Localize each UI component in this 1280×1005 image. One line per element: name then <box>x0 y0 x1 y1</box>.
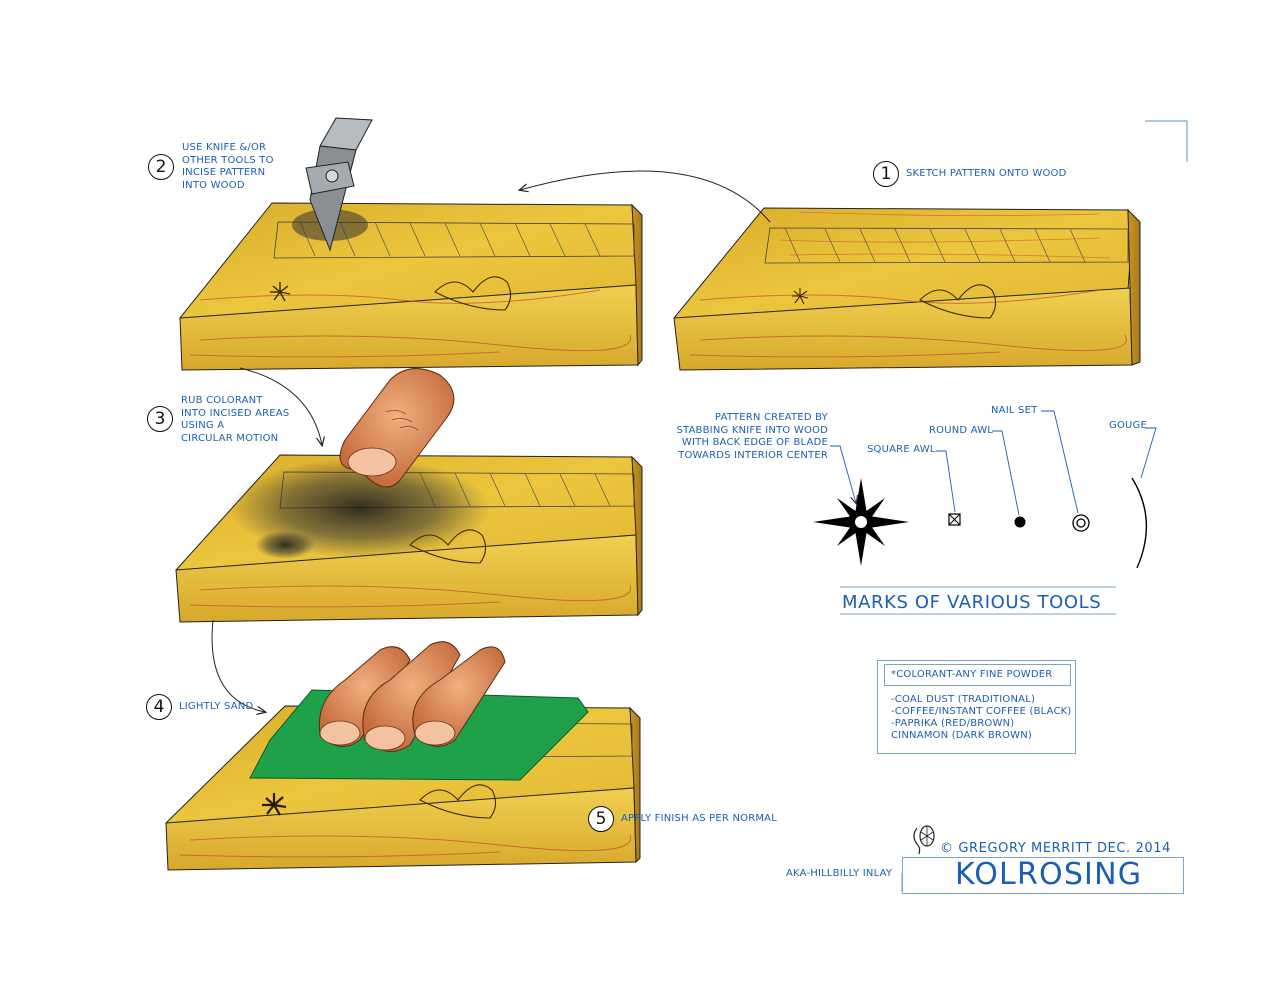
step-label-3: RUB COLORANT INTO INCISED AREAS USING A … <box>181 395 290 444</box>
gouge-label: GOUGE <box>1109 420 1148 431</box>
board-step-4 <box>165 641 641 871</box>
board-step-3 <box>175 368 643 623</box>
step-number-4: 4 <box>146 694 172 720</box>
colorant-box <box>877 660 1076 754</box>
leaf-sketch <box>919 284 997 319</box>
step-label-1: SKETCH PATTERN ONTO WOOD <box>906 168 1067 179</box>
board-step-1 <box>673 207 1141 371</box>
marks-of-tools-title: MARKS OF VARIOUS TOOLS <box>842 592 1102 613</box>
artist-logo <box>913 825 935 855</box>
star-inlay <box>262 793 287 816</box>
leader-gouge <box>1140 427 1157 479</box>
star-sketch <box>792 288 809 305</box>
step-number-1: 1 <box>873 161 899 187</box>
knife-illustration <box>305 117 373 252</box>
leader-square-awl <box>936 450 956 513</box>
round-awl-mark <box>1014 516 1026 528</box>
pattern-note: PATTERN CREATED BY STABBING KNIFE INTO W… <box>676 412 828 461</box>
colorant-heading: *COLORANT-ANY FINE POWDER <box>891 669 1053 680</box>
nail-set-label: NAIL SET <box>991 405 1038 416</box>
colorant-item-1: -COAL DUST (TRADITIONAL) <box>891 694 1036 705</box>
corner-mark <box>1145 120 1188 162</box>
fingers-sanding <box>318 641 506 752</box>
colorant-heading-box <box>884 664 1071 686</box>
step-number-3: 3 <box>147 406 173 432</box>
round-awl-label: ROUND AWL <box>929 425 994 436</box>
finger-rubbing <box>339 368 455 488</box>
colorant-item-3: -PAPRIKA (RED/BROWN) <box>891 718 1015 729</box>
arrow-step3-to-step4 <box>211 619 265 712</box>
square-awl-mark <box>948 513 961 526</box>
square-awl-label: SQUARE AWL <box>867 444 936 455</box>
leader-pattern <box>830 445 856 503</box>
eight-point-star-mark <box>813 478 909 566</box>
gouge-mark <box>1131 477 1147 569</box>
main-title: KOLROSING <box>955 857 1143 892</box>
star-sketch-2 <box>270 282 291 302</box>
step-number-2: 2 <box>148 154 174 180</box>
step-number-5: 5 <box>588 806 614 832</box>
colorant-item-4: CINNAMON (DARK BROWN) <box>891 730 1032 741</box>
arrow-step1-to-step2 <box>520 170 771 223</box>
leaf-sketch-2 <box>434 276 512 311</box>
aka-label: AKA-HILLBILLY INLAY <box>786 868 893 879</box>
arrow-step2-to-step3 <box>239 367 322 445</box>
colorant-item-2: -COFFEE/INSTANT COFFEE (BLACK) <box>891 706 1072 717</box>
board-step-2 <box>179 117 643 371</box>
leader-round-awl <box>992 430 1020 516</box>
credit-line: © GREGORY MERRITT DEC. 2014 <box>940 841 1171 856</box>
title-box <box>902 857 1184 894</box>
step-label-2: USE KNIFE &/OR OTHER TOOLS TO INCISE PAT… <box>182 142 274 191</box>
nail-set-mark <box>1072 514 1090 532</box>
leader-nail-set <box>1041 410 1079 514</box>
step-label-4: LIGHTLY SAND <box>179 701 254 712</box>
step-label-5: APPLY FINISH AS PER NORMAL <box>621 813 777 824</box>
